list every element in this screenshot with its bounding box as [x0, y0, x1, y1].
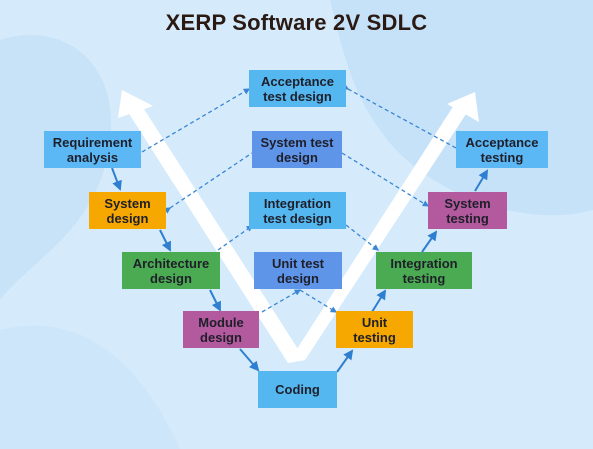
- integration-test-design-label: Integration test design: [263, 195, 332, 226]
- dashed-link-module-to-unit-test-design: [261, 289, 302, 313]
- integration-test-design-box: Integration test design: [249, 192, 346, 229]
- flow-arrow-module-to-coding: [239, 348, 260, 372]
- architecture-design-box: Architecture design: [122, 252, 220, 289]
- requirement-analysis-label: Requirement analysis: [52, 134, 133, 165]
- system-test-design-box: System test design: [252, 131, 342, 168]
- system-testing-box: System testing: [428, 192, 507, 229]
- flow-arrow-coding-to-unit: [336, 349, 354, 373]
- system-test-design-label: System test design: [260, 134, 334, 165]
- dashed-link-system-to-system-test-design: [163, 152, 253, 214]
- requirement-analysis-box: Requirement analysis: [44, 131, 141, 168]
- coding-label: Coding: [275, 382, 320, 397]
- flow-arrow-unit-to-integration: [371, 289, 387, 313]
- system-testing-label: System testing: [444, 195, 491, 226]
- flow-arrow-integration-to-system: [421, 230, 438, 253]
- v-arrow-right-shaft: [288, 102, 470, 363]
- dashed-link-unit-test-design-to-unit-testing: [299, 289, 338, 313]
- module-design-label: Module design: [198, 314, 244, 345]
- v-arrow-left-shaft: [128, 106, 305, 363]
- flow-arrow-req-to-system: [111, 167, 122, 191]
- flow-arrow-system-to-arch: [159, 229, 171, 252]
- dashed-link-system-test-design-to-system-testing: [341, 152, 430, 207]
- unit-test-design-box: Unit test design: [254, 252, 342, 289]
- flow-arrow-arch-to-module: [209, 289, 221, 312]
- unit-test-design-label: Unit test design: [272, 255, 324, 286]
- system-design-box: System design: [89, 192, 166, 229]
- acceptance-testing-box: Acceptance testing: [456, 131, 548, 168]
- flow-arrow-system-to-acceptance: [474, 169, 489, 192]
- unit-testing-label: Unit testing: [353, 314, 396, 345]
- diagram-title: XERP Software 2V SDLC: [165, 10, 428, 35]
- acceptance-testing-label: Acceptance testing: [465, 134, 539, 165]
- acceptance-test-design-label: Acceptance test design: [261, 73, 334, 104]
- integration-testing-box: Integration testing: [376, 252, 472, 289]
- integration-testing-label: Integration testing: [390, 255, 458, 286]
- system-design-label: System design: [104, 195, 151, 226]
- unit-testing-box: Unit testing: [336, 311, 413, 348]
- background-blob-bottom: [0, 325, 180, 449]
- v-arrow-right-head: [447, 92, 479, 122]
- coding-box: Coding: [258, 371, 337, 408]
- module-design-box: Module design: [183, 311, 259, 348]
- acceptance-test-design-box: Acceptance test design: [249, 70, 346, 107]
- architecture-design-label: Architecture design: [132, 255, 210, 286]
- v-arrow-left-head: [118, 90, 153, 118]
